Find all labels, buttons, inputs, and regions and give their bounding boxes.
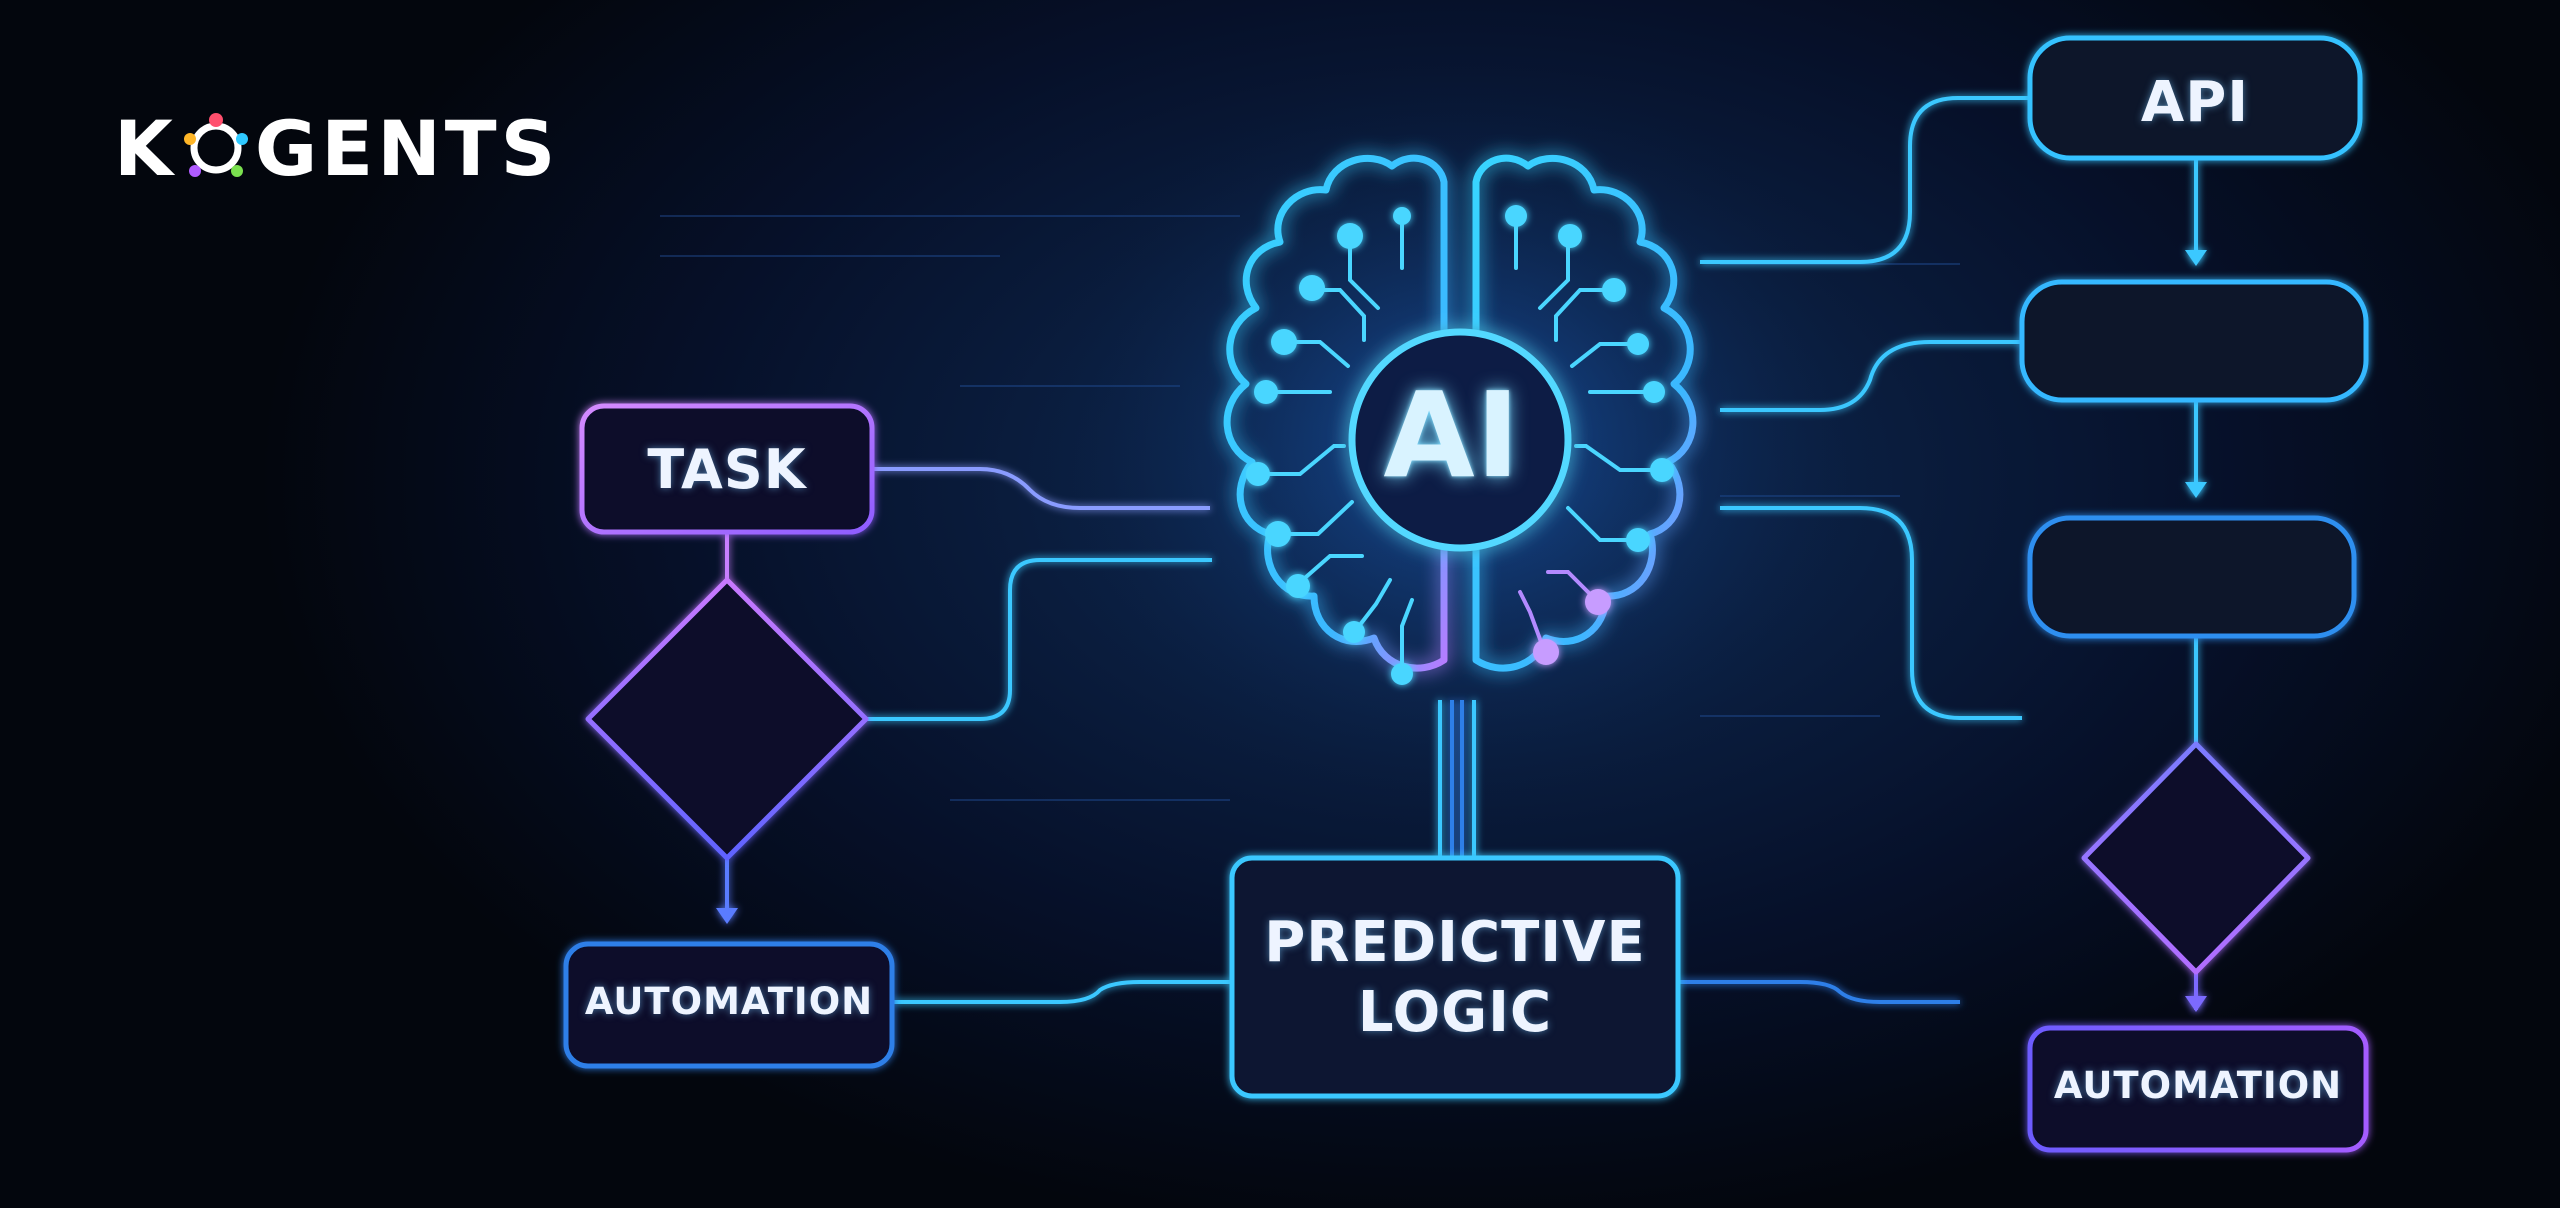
api-label: API xyxy=(2140,70,2250,135)
api-box xyxy=(2027,35,2363,161)
brain-icon xyxy=(1223,154,1697,672)
logo-mark-icon xyxy=(179,111,253,185)
connector-predictive-right xyxy=(1678,980,1960,1004)
arrow-down-icon xyxy=(2185,996,2207,1012)
automation-box-right xyxy=(2027,1025,2369,1153)
kogents-logo: K GENTS xyxy=(114,104,559,193)
connector-task-brain xyxy=(872,467,1210,510)
process-box-2 xyxy=(2019,279,2369,403)
automation-left-label: AUTOMATION xyxy=(584,980,874,1023)
logo-text-k: K xyxy=(114,103,177,193)
ai-core-circle xyxy=(1348,328,1572,552)
predictive-logic-line2: LOGIC xyxy=(1357,980,1553,1045)
arrow-down-icon xyxy=(716,908,738,924)
connector-brain-api xyxy=(1700,96,2030,264)
automation-right-label: AUTOMATION xyxy=(2053,1064,2343,1107)
brain-nodes xyxy=(1246,205,1674,685)
connector-brain-box2 xyxy=(1720,340,2022,412)
arrow-down-icon xyxy=(2185,482,2207,498)
connector-automation-predictive xyxy=(892,980,1232,1004)
arrow-down-icon xyxy=(2185,250,2207,266)
connector-decision-brain xyxy=(866,558,1212,721)
task-label: TASK xyxy=(647,438,807,501)
automation-box-left xyxy=(563,941,895,1069)
decision-diamond-left xyxy=(585,577,869,861)
arrow-heads xyxy=(716,250,2207,1012)
predictive-logic-box xyxy=(1229,855,1681,1099)
process-box-3 xyxy=(2027,515,2357,639)
task-box xyxy=(579,403,875,535)
ai-label: AI xyxy=(1383,366,1521,504)
connector-brain-decision-right xyxy=(1720,506,2022,720)
logo-text-gents: GENTS xyxy=(254,103,560,193)
connector-lines xyxy=(725,96,2198,1010)
predictive-logic-label: PREDICTIVE LOGIC xyxy=(1232,908,1678,1048)
decision-diamond-right xyxy=(2081,741,2311,975)
predictive-logic-line1: PREDICTIVE xyxy=(1264,910,1646,975)
brain-circuits-purple xyxy=(1518,570,1598,652)
